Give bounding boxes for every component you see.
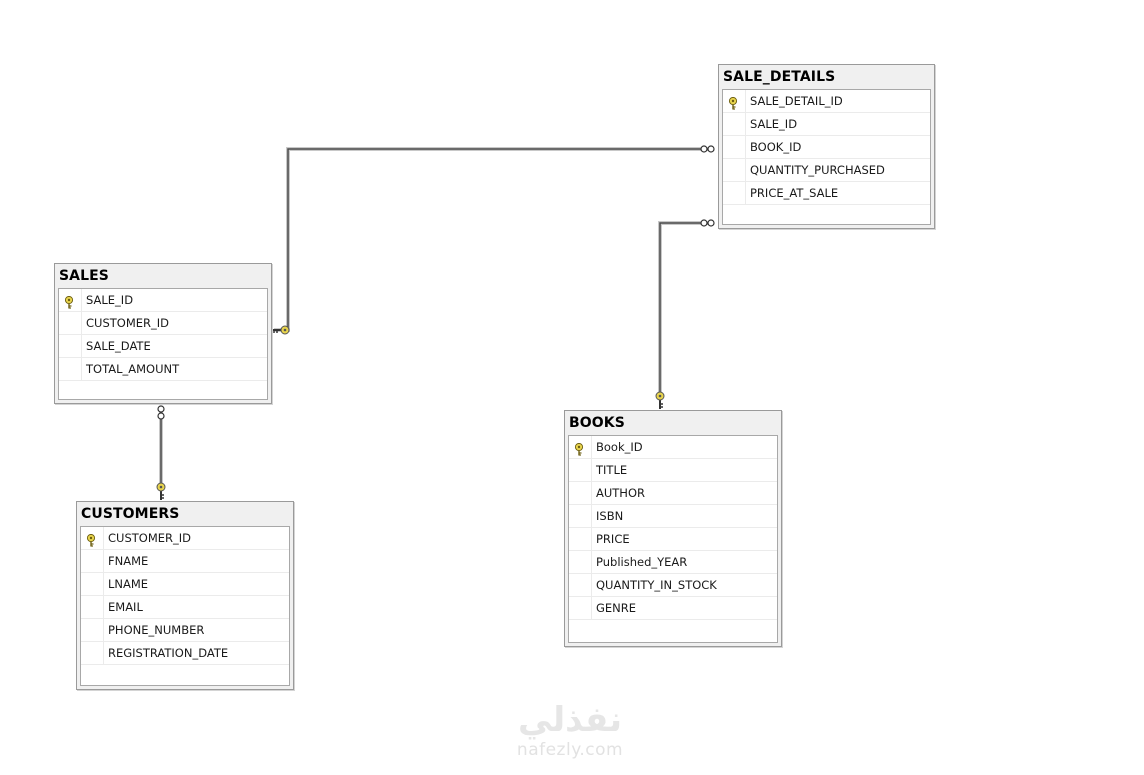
column-row[interactable]: Published_YEAR <box>569 551 777 574</box>
column-name: CUSTOMER_ID <box>108 531 191 545</box>
row-selector[interactable] <box>569 597 592 619</box>
column-row[interactable]: PRICE <box>569 528 777 551</box>
column-row[interactable]: REGISTRATION_DATE <box>81 642 289 665</box>
row-selector[interactable] <box>723 182 746 204</box>
row-selector[interactable] <box>723 113 746 135</box>
column-name: SALE_ID <box>750 117 798 131</box>
column-name: CUSTOMER_ID <box>86 316 169 330</box>
column-row[interactable]: QUANTITY_PURCHASED <box>723 159 930 182</box>
column-name: ISBN <box>596 509 624 523</box>
column-name: EMAIL <box>108 600 143 614</box>
infinity-icon <box>157 405 165 420</box>
row-selector[interactable] <box>81 527 104 549</box>
column-row[interactable]: GENRE <box>569 597 777 620</box>
column-list: Book_ID TITLE AUTHOR ISBN PRICE Published_YEA… <box>568 435 778 643</box>
column-row[interactable]: EMAIL <box>81 596 289 619</box>
row-selector[interactable] <box>723 159 746 181</box>
column-row[interactable]: TITLE <box>569 459 777 482</box>
row-selector[interactable] <box>569 574 592 596</box>
column-name: Published_YEAR <box>596 555 688 569</box>
column-row[interactable]: SALE_ID <box>723 113 930 136</box>
column-row[interactable]: CUSTOMER_ID <box>81 527 289 550</box>
column-name: SALE_ID <box>86 293 134 307</box>
column-name: GENRE <box>596 601 637 615</box>
column-name: AUTHOR <box>596 486 645 500</box>
column-name: TOTAL_AMOUNT <box>86 362 180 376</box>
column-row[interactable]: FNAME <box>81 550 289 573</box>
row-selector[interactable] <box>59 312 82 334</box>
table-books[interactable]: BOOKS Book_ID TITLE AUTHOR ISBN PRICE Publishe… <box>564 410 782 647</box>
column-row[interactable]: SALE_DETAIL_ID <box>723 90 930 113</box>
column-name: PHONE_NUMBER <box>108 623 205 637</box>
row-selector[interactable] <box>569 505 592 527</box>
key-icon <box>156 482 166 500</box>
column-list: CUSTOMER_ID FNAME LNAME EMAIL PHONE_NUMBER RE… <box>80 526 290 686</box>
row-selector[interactable] <box>569 528 592 550</box>
column-row[interactable]: QUANTITY_IN_STOCK <box>569 574 777 597</box>
row-selector[interactable] <box>569 482 592 504</box>
relationship-sales-sale-details[interactable] <box>274 147 710 332</box>
primary-key-icon <box>64 294 74 309</box>
table-title[interactable]: SALE_DETAILS <box>723 69 836 85</box>
primary-key-icon <box>728 95 738 110</box>
row-selector[interactable] <box>59 289 82 311</box>
column-row[interactable]: BOOK_ID <box>723 136 930 159</box>
row-selector[interactable] <box>723 136 746 158</box>
column-name: LNAME <box>108 577 149 591</box>
watermark-arabic: نفذلي <box>517 700 623 740</box>
watermark: نفذلي nafezly.com <box>480 700 660 760</box>
row-selector[interactable] <box>569 459 592 481</box>
row-selector[interactable] <box>59 335 82 357</box>
infinity-icon <box>700 145 715 153</box>
column-name: SALE_DATE <box>86 339 151 353</box>
column-name: SALE_DETAIL_ID <box>750 94 843 108</box>
infinity-icon <box>700 219 715 227</box>
row-selector[interactable] <box>569 436 592 458</box>
row-selector[interactable] <box>569 551 592 573</box>
relationship-books-sale-details[interactable] <box>658 221 710 398</box>
column-name: TITLE <box>596 463 628 477</box>
row-selector[interactable] <box>81 642 104 664</box>
column-name: BOOK_ID <box>750 140 802 154</box>
column-name: REGISTRATION_DATE <box>108 646 229 660</box>
column-row[interactable]: TOTAL_AMOUNT <box>59 358 267 381</box>
column-row[interactable]: Book_ID <box>569 436 777 459</box>
primary-key-icon <box>574 441 584 456</box>
table-customers[interactable]: CUSTOMERS CUSTOMER_ID FNAME LNAME EMAIL PHONE… <box>76 501 294 690</box>
table-title[interactable]: BOOKS <box>569 415 625 431</box>
table-sales[interactable]: SALES SALE_ID CUSTOMER_ID SALE_DATE TOTAL_AM… <box>54 263 272 404</box>
column-row[interactable]: PHONE_NUMBER <box>81 619 289 642</box>
column-row[interactable]: LNAME <box>81 573 289 596</box>
column-row[interactable]: SALE_ID <box>59 289 267 312</box>
column-name: Book_ID <box>596 440 643 454</box>
row-selector[interactable] <box>81 573 104 595</box>
column-row[interactable]: SALE_DATE <box>59 335 267 358</box>
key-icon <box>272 325 290 335</box>
column-name: PRICE <box>596 532 630 546</box>
column-name: PRICE_AT_SALE <box>750 186 839 200</box>
table-title[interactable]: CUSTOMERS <box>81 506 180 522</box>
row-selector[interactable] <box>81 550 104 572</box>
column-row[interactable]: AUTHOR <box>569 482 777 505</box>
column-name: QUANTITY_IN_STOCK <box>596 578 717 592</box>
table-sale-details[interactable]: SALE_DETAILS SALE_DETAIL_ID SALE_ID BOOK_ID… <box>718 64 935 229</box>
column-row[interactable]: CUSTOMER_ID <box>59 312 267 335</box>
column-name: FNAME <box>108 554 149 568</box>
column-name: QUANTITY_PURCHASED <box>750 163 885 177</box>
row-selector[interactable] <box>59 358 82 380</box>
column-row[interactable]: PRICE_AT_SALE <box>723 182 930 205</box>
table-title[interactable]: SALES <box>59 268 109 284</box>
column-list: SALE_DETAIL_ID SALE_ID BOOK_ID QUANTITY_PUR… <box>722 89 931 225</box>
row-selector[interactable] <box>81 596 104 618</box>
row-selector[interactable] <box>723 90 746 112</box>
primary-key-icon <box>86 532 96 547</box>
row-selector[interactable] <box>81 619 104 641</box>
key-icon <box>655 391 665 409</box>
watermark-latin: nafezly.com <box>516 740 624 760</box>
column-row[interactable]: ISBN <box>569 505 777 528</box>
column-list: SALE_ID CUSTOMER_ID SALE_DATE TOTAL_AMOUNT <box>58 288 268 400</box>
